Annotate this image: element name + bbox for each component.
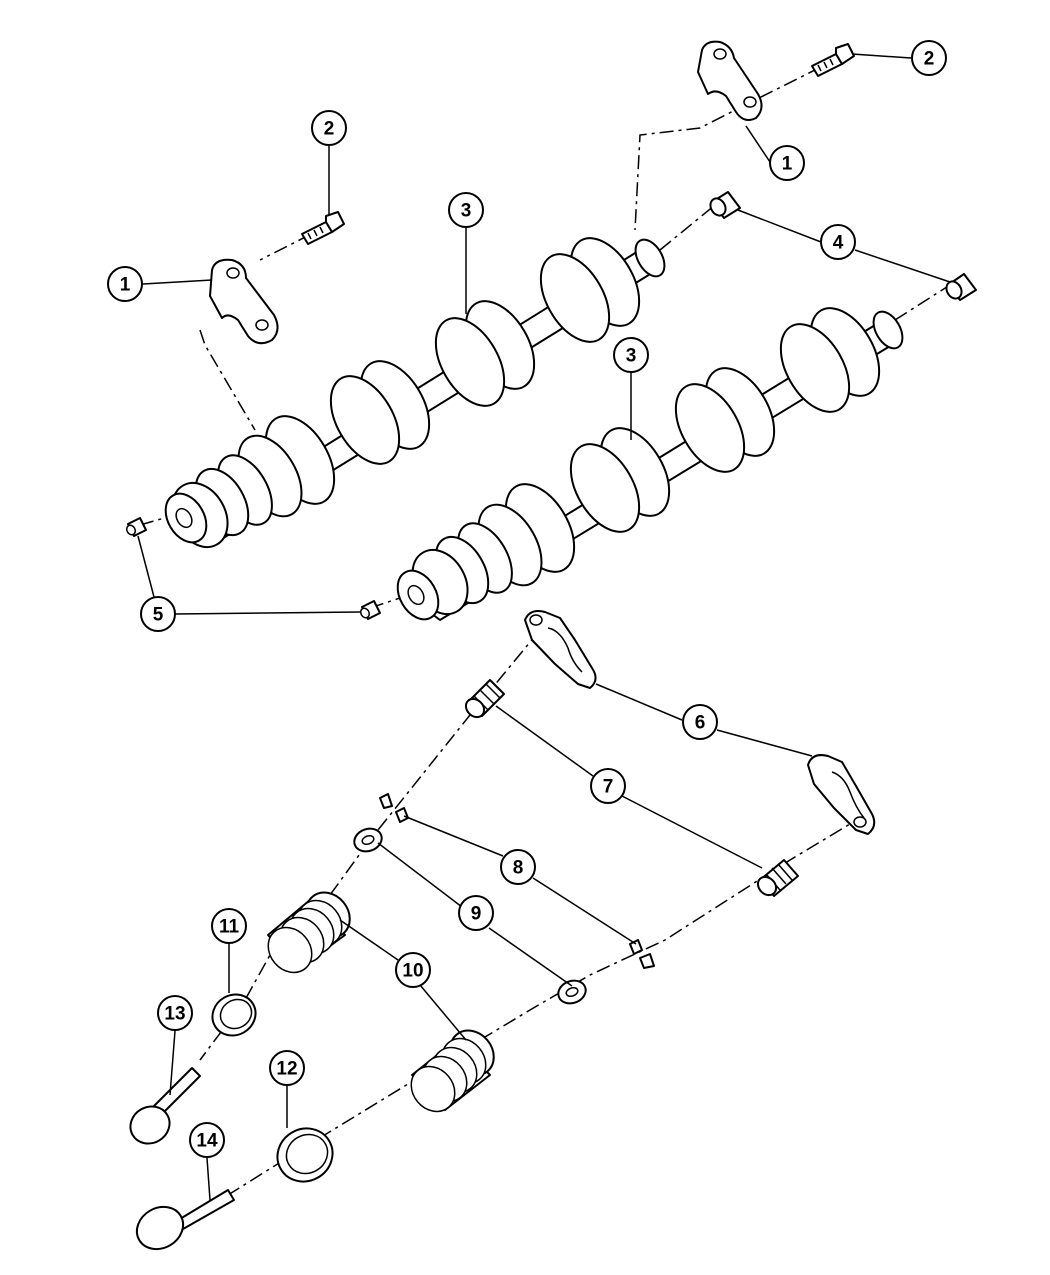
svg-text:6: 6 <box>695 713 706 734</box>
svg-text:14: 14 <box>196 1131 218 1152</box>
rocker-arm-lower <box>807 754 876 835</box>
svg-text:5: 5 <box>153 605 164 626</box>
callout-3-lower: 3 <box>613 337 649 373</box>
camshaft-upper <box>164 237 666 548</box>
callout-10: 10 <box>395 952 431 988</box>
svg-text:3: 3 <box>626 346 637 367</box>
svg-text:9: 9 <box>471 904 482 925</box>
lash-adjuster-lower <box>756 859 799 897</box>
rocker-arm-upper <box>524 610 597 689</box>
svg-text:10: 10 <box>402 961 423 982</box>
svg-text:1: 1 <box>120 275 131 296</box>
svg-text:3: 3 <box>461 201 472 222</box>
valve-spring-lower <box>410 1029 495 1113</box>
dowel-pin-lower <box>359 600 381 620</box>
callout-7: 7 <box>590 768 626 804</box>
svg-text:1: 1 <box>782 154 793 175</box>
callout-1-right: 1 <box>769 145 805 181</box>
callout-8: 8 <box>500 849 536 885</box>
leader-lines <box>137 53 951 1201</box>
callout-12: 12 <box>269 1050 305 1086</box>
callout-4: 4 <box>820 224 856 260</box>
spring-retainer-upper <box>353 827 383 853</box>
callout-14: 14 <box>189 1122 225 1158</box>
svg-text:8: 8 <box>513 858 524 879</box>
bearing-cap-right <box>697 40 763 121</box>
svg-text:11: 11 <box>219 917 240 938</box>
callout-9: 9 <box>458 895 494 931</box>
bearing-cap-left <box>209 258 279 345</box>
callout-2-right: 2 <box>911 40 947 76</box>
cap-bolt-left <box>301 211 345 245</box>
valve-seal-11 <box>211 993 257 1037</box>
cap-bolt-right <box>811 43 855 77</box>
plug-upper <box>709 191 741 219</box>
callout-5: 5 <box>140 596 176 632</box>
svg-text:4: 4 <box>833 233 844 254</box>
svg-text:13: 13 <box>164 1004 185 1025</box>
camshaft-lower <box>396 307 904 621</box>
valve-seal-12 <box>276 1127 334 1183</box>
svg-text:12: 12 <box>276 1059 297 1080</box>
valve-13 <box>129 1067 201 1145</box>
callout-11: 11 <box>211 908 247 944</box>
valve-keepers-lower <box>629 939 655 969</box>
spring-retainer-lower <box>557 979 587 1005</box>
callout-1-left: 1 <box>107 266 143 302</box>
dowel-pin-upper <box>125 517 147 537</box>
plug-lower <box>945 273 977 301</box>
callout-6: 6 <box>682 704 718 740</box>
callout-2-left: 2 <box>311 110 347 146</box>
lash-adjuster-upper <box>464 679 505 719</box>
callout-3-upper: 3 <box>448 192 484 228</box>
valve-spring-upper <box>267 891 351 974</box>
callout-13: 13 <box>157 995 193 1031</box>
svg-text:7: 7 <box>603 777 614 798</box>
valve-14 <box>135 1189 235 1251</box>
svg-text:2: 2 <box>324 119 335 140</box>
svg-text:2: 2 <box>924 49 935 70</box>
